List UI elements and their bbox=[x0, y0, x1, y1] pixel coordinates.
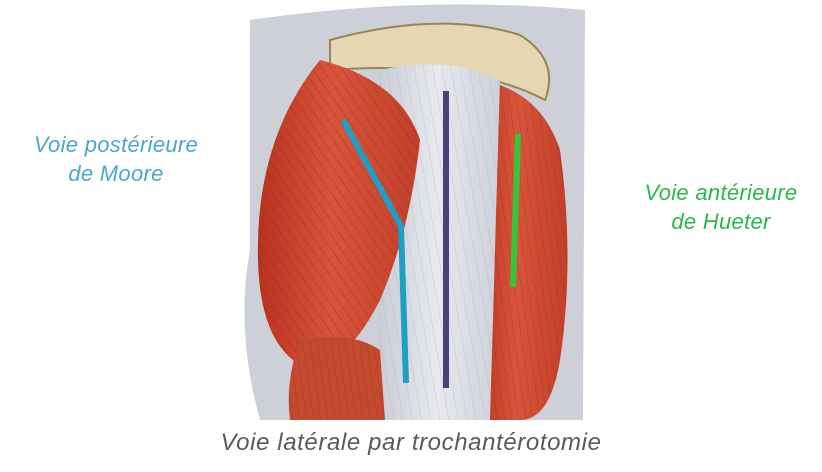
lateral-approach-label: Voie latérale par trochantérotomie bbox=[0, 428, 822, 457]
lateral-approach-text: Voie latérale par trochantérotomie bbox=[0, 428, 822, 457]
posterior-approach-line1: Voie postérieure bbox=[0, 130, 232, 159]
anterior-approach-line2: de Hueter bbox=[620, 207, 822, 236]
posterior-approach-label: Voie postérieure de Moore bbox=[0, 130, 232, 188]
anterior-approach-label: Voie antérieure de Hueter bbox=[620, 178, 822, 236]
posterior-thigh-muscle-fibers bbox=[289, 337, 385, 420]
anterior-approach-line1: Voie antérieure bbox=[620, 178, 822, 207]
posterior-approach-line2: de Moore bbox=[0, 159, 232, 188]
